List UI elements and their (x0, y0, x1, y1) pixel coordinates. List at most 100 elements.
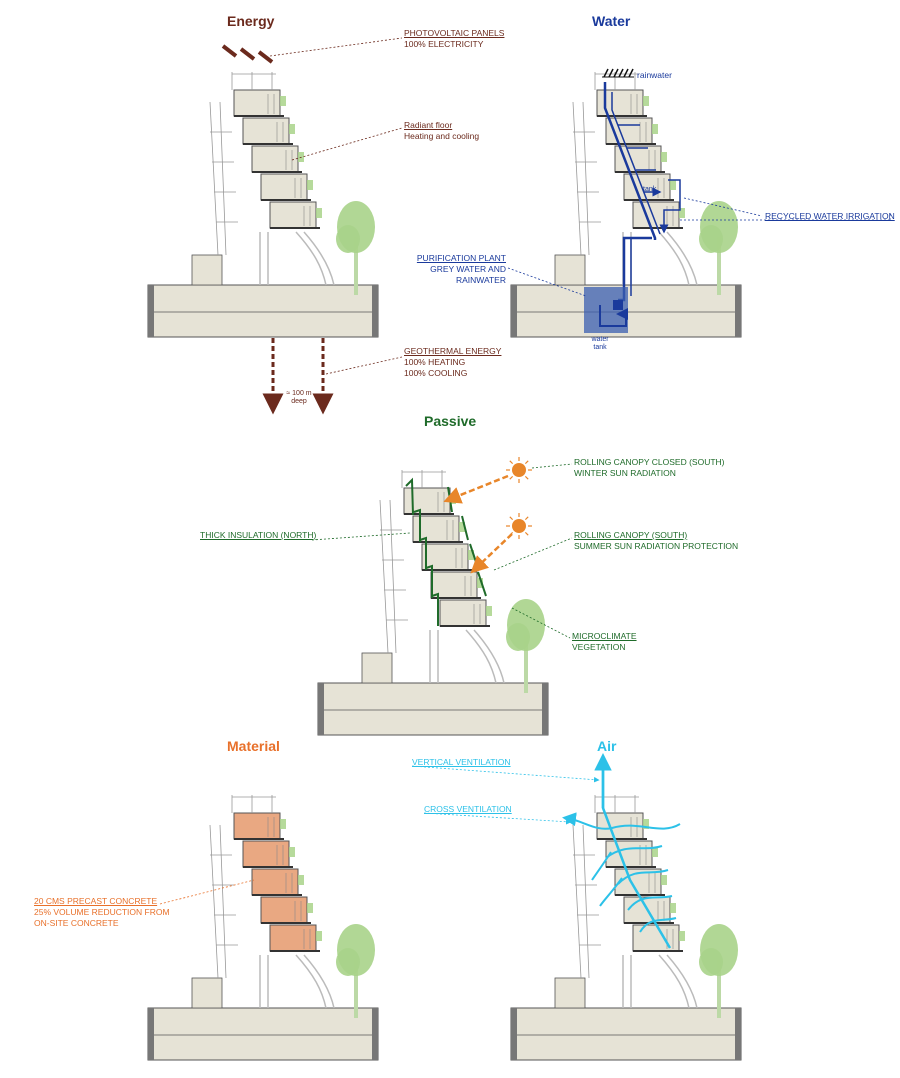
base-wall-right (372, 1008, 378, 1060)
pilotis (622, 954, 698, 1009)
planter (316, 208, 322, 218)
housing-unit (269, 924, 317, 952)
planter (280, 819, 286, 829)
base-wall-right (735, 1008, 741, 1060)
microclimate-leader (511, 607, 571, 639)
planter (661, 152, 667, 162)
recycled-leader-line (683, 197, 763, 217)
pilotis (429, 629, 505, 684)
sun-ray (509, 516, 514, 521)
external-stair (572, 101, 601, 256)
vertical-vent-label: VERTICAL VENTILATION (412, 757, 511, 767)
geo-label-line2: 100% HEATING (404, 357, 466, 367)
planter (643, 96, 649, 106)
canopy-closed-line2: WINTER SUN RADIATION (574, 468, 676, 478)
material-line3: ON-SITE CONCRETE (34, 918, 119, 928)
planter (652, 124, 658, 134)
canopy-closed-leader (531, 463, 573, 469)
purification-label: PURIFICATION PLANT GREY WATER AND RAINWA… (384, 253, 506, 286)
housing-unit (233, 89, 281, 117)
microclimate-label: MICROCLIMATE VEGETATION (572, 631, 637, 653)
water-overlays (507, 68, 891, 333)
rainwater-label: rainwater (637, 70, 672, 80)
material-building-section (147, 795, 379, 1061)
sun-ray (524, 475, 529, 480)
material-overlays (159, 879, 255, 905)
planter (486, 606, 492, 616)
material-title: Material (227, 738, 280, 754)
irrigation-loop (659, 179, 681, 234)
base-block (317, 682, 549, 736)
purif-leader-line (507, 267, 587, 297)
base-wall-left (148, 1008, 154, 1060)
pv-label: PHOTOVOLTAIC PANELS 100% ELECTRICITY (404, 28, 504, 50)
rainwater-icon (602, 68, 634, 78)
external-stair (379, 499, 408, 654)
depth-label-line1: ≈ 100 m (286, 390, 312, 397)
purif-label-line1: PURIFICATION PLANT (416, 253, 506, 263)
housing-unit (403, 487, 451, 515)
housing-unit (623, 896, 671, 924)
cross-vent-flow-lower (605, 845, 677, 933)
depth-label-line2: deep (291, 398, 307, 405)
housing-unit (260, 896, 308, 924)
pilotis (622, 231, 698, 286)
pv-panel-icon (257, 50, 274, 64)
roof-railing (231, 795, 276, 813)
cross-vent-leader (423, 812, 572, 825)
tree-trunk (354, 960, 358, 1018)
sun-ray (509, 475, 514, 480)
energy-building-section (147, 72, 379, 338)
canopy-closed-label: ROLLING CANOPY CLOSED (SOUTH) WINTER SUN… (574, 457, 725, 479)
tree-trunk (717, 960, 721, 1018)
housing-unit (632, 924, 680, 952)
water-tank-label: water tank (590, 336, 610, 352)
base-block (147, 1007, 379, 1061)
material-label: 20 CMS PRECAST CONCRETE 25% VOLUME REDUC… (34, 896, 170, 929)
water-branch-lines (618, 124, 660, 192)
roof-railing (231, 72, 276, 90)
base-block (147, 284, 379, 338)
housing-unit (251, 145, 299, 173)
geo-label: GEOTHERMAL ENERGY 100% HEATING 100% COOL… (404, 346, 501, 379)
geo-label-line1: GEOTHERMAL ENERGY (404, 346, 502, 356)
geo-label-line3: 100% COOLING (404, 368, 468, 378)
base-wall-left (511, 1008, 517, 1060)
insulation-leader (311, 532, 411, 541)
sun-ray (524, 460, 529, 465)
passive-overlays (311, 457, 573, 639)
air-title: Air (597, 738, 617, 754)
pv-panel-icon (221, 44, 238, 58)
base-block (510, 1007, 742, 1061)
micro-line2: VEGETATION (572, 642, 626, 652)
tank-loop (599, 305, 628, 327)
tree-canopy (699, 225, 723, 253)
planter (670, 180, 676, 190)
planter (643, 819, 649, 829)
insulation-label: THICK INSULATION (NORTH) (200, 530, 317, 540)
pilotis (259, 231, 335, 286)
external-stair (572, 824, 601, 979)
thick-insulation-lines (405, 477, 439, 626)
planter (679, 931, 685, 941)
planter (307, 903, 313, 913)
recycled-label: RECYCLED WATER IRRIGATION (765, 211, 895, 221)
radiant-label: Radiant floor Heating and cooling (404, 120, 479, 142)
planter (307, 180, 313, 190)
winter-sun-ray (443, 474, 509, 504)
rain-downpipe (603, 82, 657, 240)
stair-core (554, 254, 586, 286)
tree-trunk (524, 635, 528, 693)
radiant-label-line2: Heating and cooling (404, 131, 480, 141)
tree-canopy (336, 948, 360, 976)
planter (679, 208, 685, 218)
cross-vent-branches (591, 851, 623, 907)
passive-building-section (317, 470, 549, 736)
housing-unit (439, 599, 487, 627)
base-wall-right (735, 285, 741, 337)
canopy-line2: SUMMER SUN RADIATION PROTECTION (574, 541, 739, 551)
tree-trunk (354, 237, 358, 295)
tank-label: tank (643, 186, 657, 193)
sun-disc (512, 463, 526, 477)
roof-railing (401, 470, 446, 488)
